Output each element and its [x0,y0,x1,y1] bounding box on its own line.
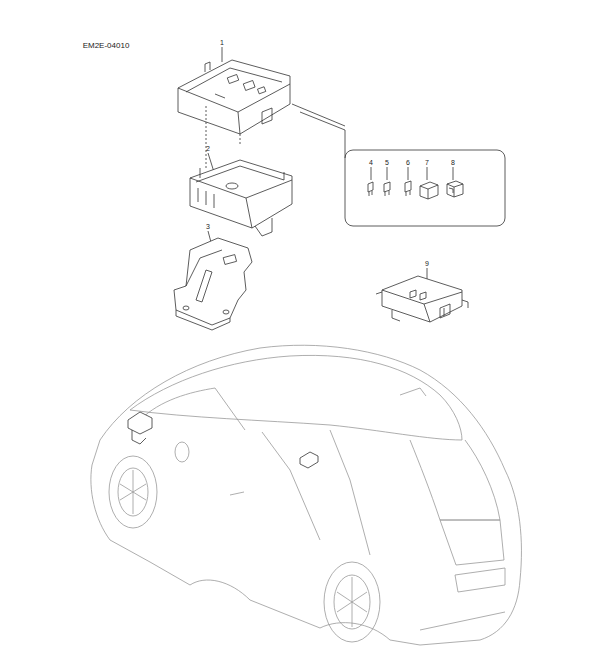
callout-number: 2 [206,145,210,152]
callout-number: 8 [451,159,455,166]
lower-box-rim [196,166,284,182]
callout-number: 1 [220,39,224,46]
drawing [174,47,505,330]
detail-leader [300,112,345,158]
fuse-box-edge [238,112,240,134]
bracket-location [132,430,146,444]
leader-line [408,167,409,180]
callout-number: 6 [406,159,410,166]
fuse-box-edge [178,84,290,112]
door-lines [262,430,370,555]
lower-box-tab [255,218,272,236]
leader-line [208,153,214,172]
fuse-box-lid [186,68,282,92]
relay-part [447,181,463,197]
callout-number: 3 [206,223,210,230]
connector-socket [262,108,272,124]
car-roof [130,355,462,440]
leader-line [427,167,428,180]
module-bracket [376,292,468,321]
car-body [91,345,522,645]
bracket-hole [223,310,229,314]
fuse-slot [227,74,238,83]
callout-number: 7 [425,159,429,166]
junction-module [382,276,462,322]
leader-line [387,167,388,180]
vehicle-outline [91,345,522,645]
module-location [300,452,318,468]
fuse-slot [257,87,265,94]
lower-box-edge [190,178,292,228]
mounting-bracket [174,238,252,325]
lower-box-ribs [198,188,214,208]
bracket-slot [196,270,212,302]
leader-line [427,268,428,280]
detail-leader [292,104,345,126]
rear-wheel [324,562,380,642]
location-marks [128,412,318,468]
front-wheel [109,456,157,528]
callout-number: 9 [425,260,429,267]
module-edge [382,290,462,322]
leader-line [222,47,223,62]
callout-number: 5 [385,159,389,166]
rear-rim [334,575,370,629]
lower-box-clip [200,168,284,180]
relay-part [420,182,438,199]
rear-spokes [337,577,367,627]
leader-line [371,167,372,180]
rear-window [410,440,500,520]
detail-frame [345,150,505,226]
fuse-part [405,181,411,196]
callout-number: 4 [369,159,373,166]
module-connector [440,304,450,318]
tailgate [440,520,504,565]
terminal-post [205,62,210,72]
assembly-line [206,106,207,168]
assembly-line [240,134,241,146]
mounting-hole [226,183,238,189]
fuse-part [384,182,390,196]
fuse-box [178,60,290,134]
leader-line [453,167,454,180]
fuse-part [368,182,373,196]
door-handle [230,492,244,495]
fuse-box-detail [215,94,225,98]
front-rim [118,468,148,516]
relay-slot [243,80,255,90]
side-mirror [175,442,189,462]
lower-box [190,160,292,228]
bracket-flange [176,310,230,330]
module-terminal [410,290,426,300]
bracket-edge [186,250,222,286]
license-plate [455,568,505,592]
roof-detail [400,388,426,396]
windshield [140,388,245,430]
drawing-code: EM2E-04010 [83,42,130,50]
rear-bumper [420,612,505,630]
bracket-hole [183,306,189,310]
front-spokes [120,470,146,514]
bracket-slot [223,255,236,265]
